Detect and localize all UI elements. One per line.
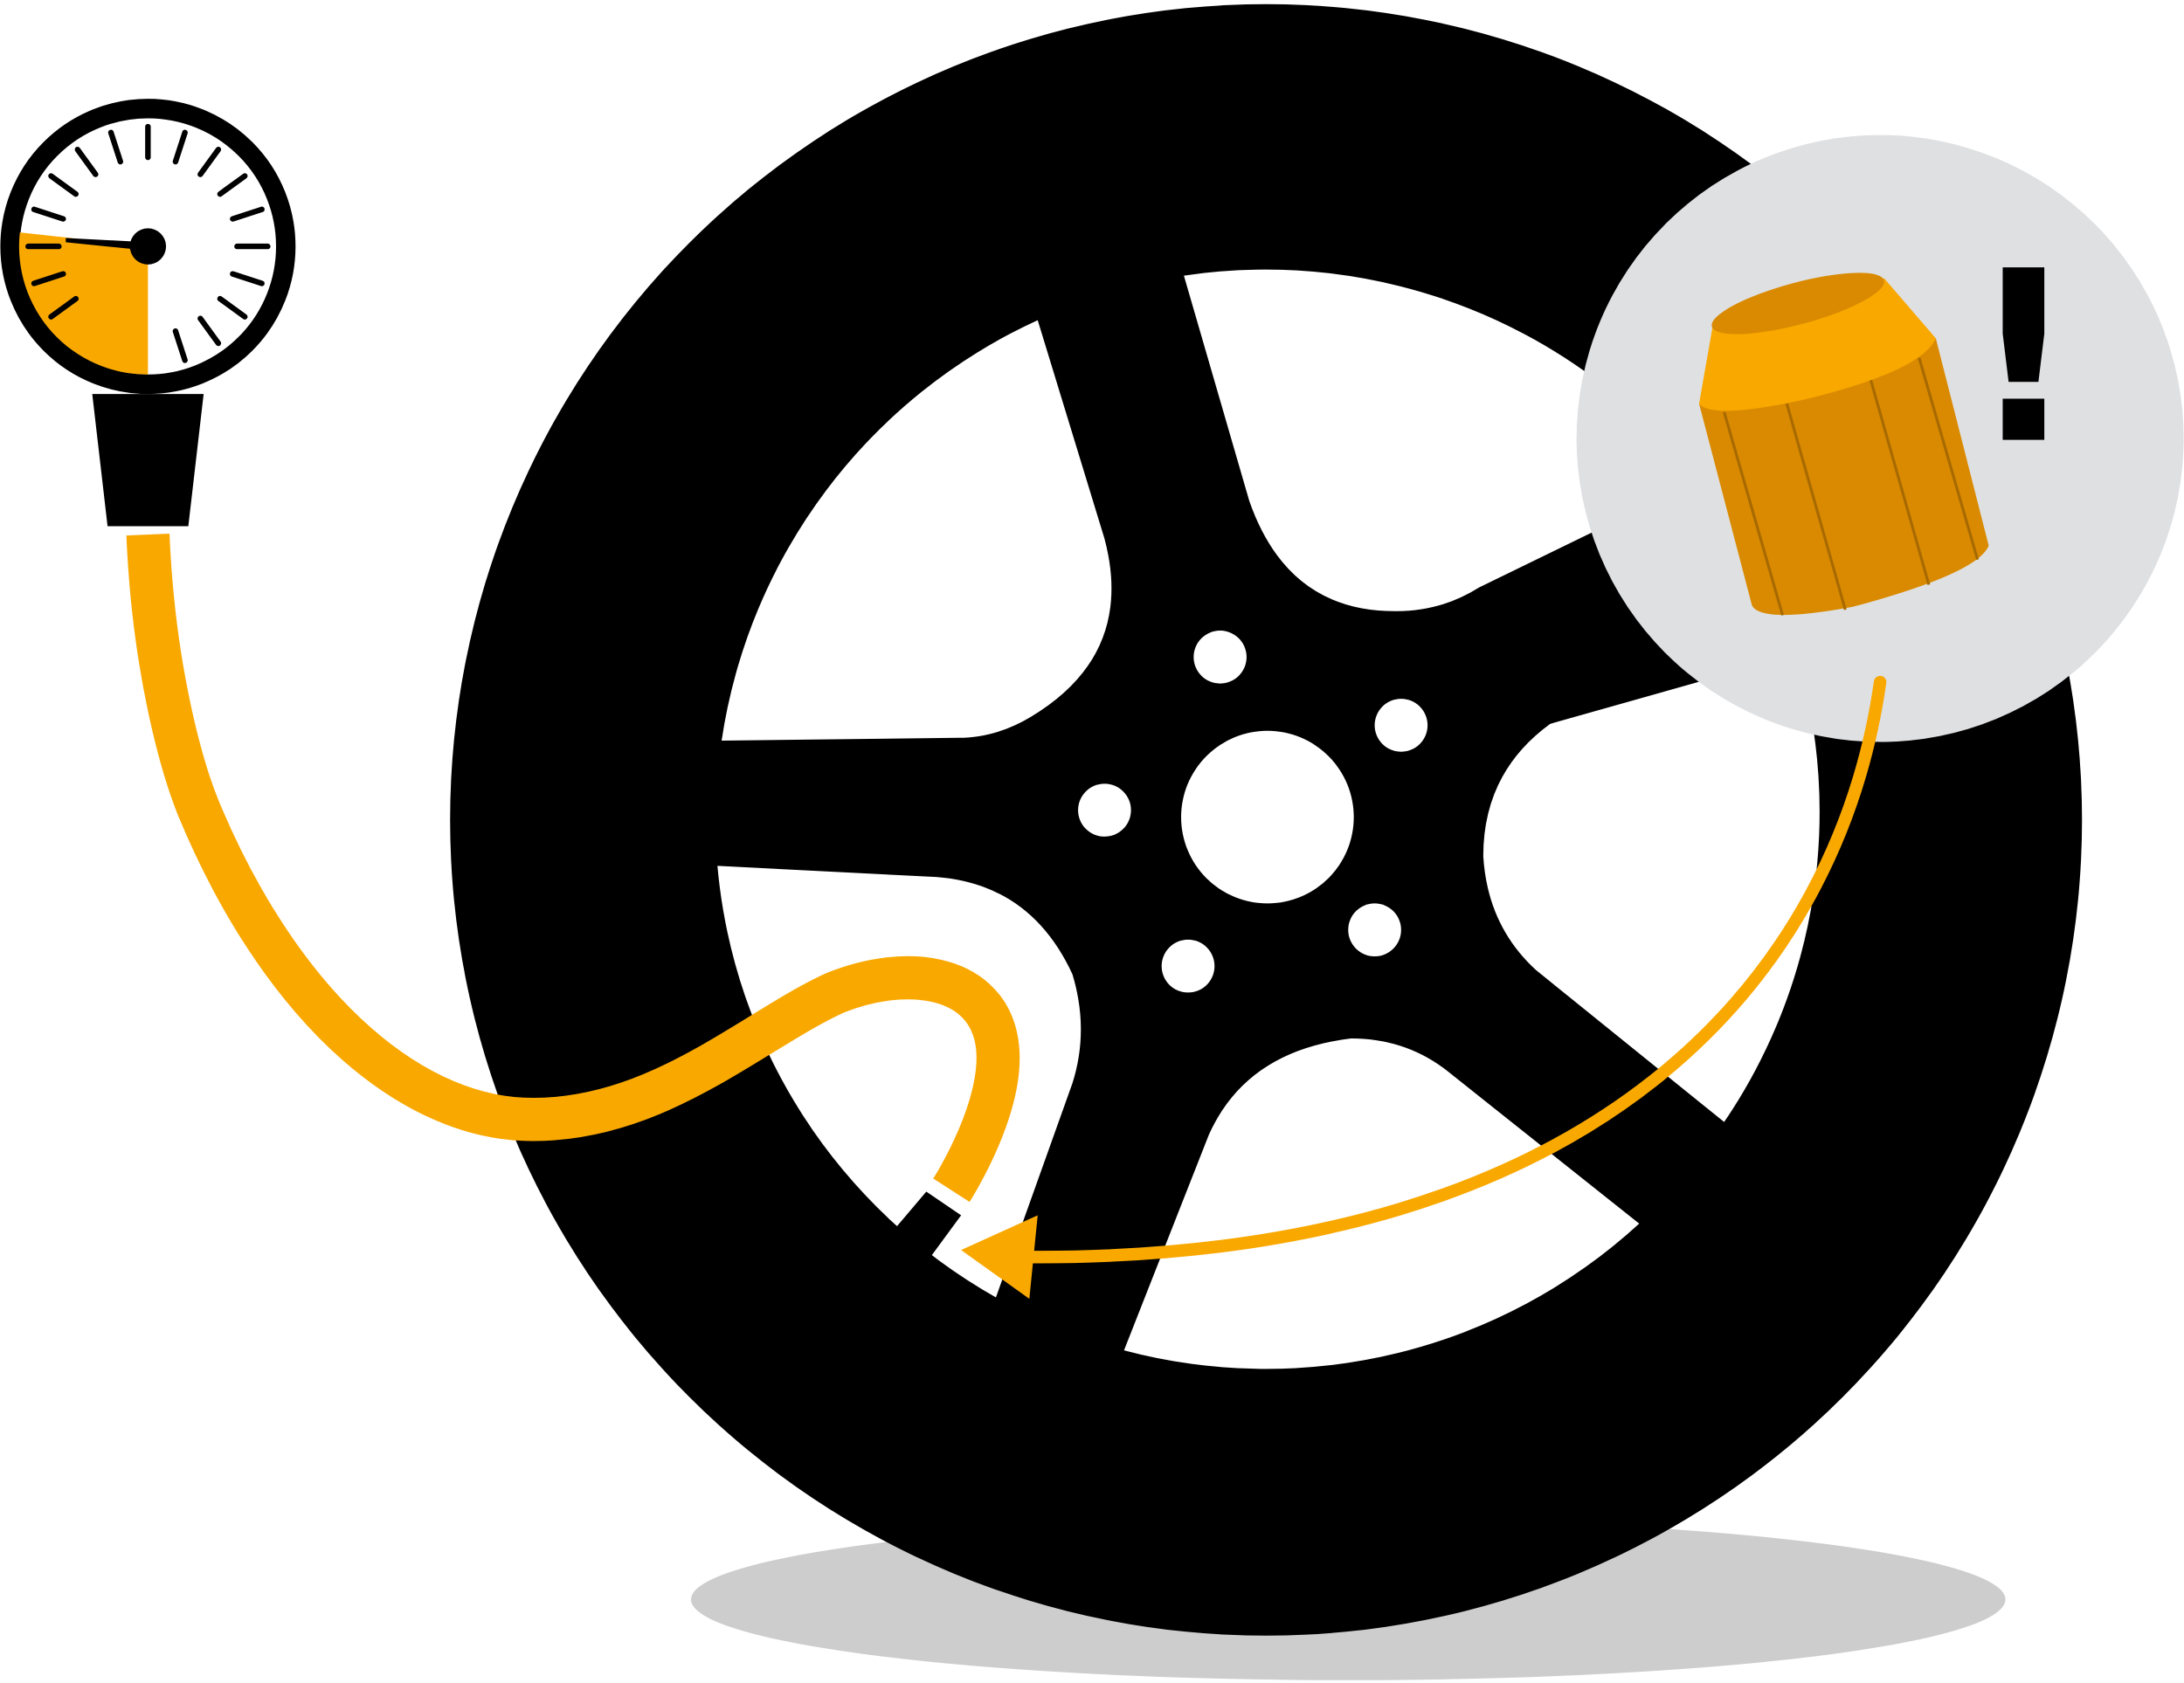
pressure-gauge-icon xyxy=(0,99,296,527)
gauge-tick xyxy=(172,328,188,363)
cap-top-band xyxy=(1698,278,1936,411)
bolt-hole xyxy=(1193,631,1247,684)
gauge-tick xyxy=(230,271,265,286)
gauge-pressure-fill xyxy=(18,232,149,375)
cap-top xyxy=(1711,272,1884,335)
bolt-hole xyxy=(1348,903,1401,956)
arrow-icon xyxy=(961,675,1887,1300)
bolt-hole xyxy=(1078,783,1131,837)
hose-gap xyxy=(895,1191,962,1258)
gauge-hose xyxy=(126,534,1020,1203)
gauge-tick xyxy=(172,129,188,165)
gauge-tick xyxy=(31,271,66,286)
rim-window xyxy=(1184,269,1699,611)
rim-window xyxy=(1123,1038,1640,1369)
arrow-head xyxy=(961,1215,1038,1300)
valve-cap-icon xyxy=(1698,272,1989,616)
gauge-pivot xyxy=(129,228,167,265)
gauge-needle xyxy=(66,238,149,251)
rim-window xyxy=(722,320,1112,741)
hub-hole xyxy=(1181,730,1354,904)
gauge-tick xyxy=(217,295,248,320)
gauge-tick xyxy=(74,147,99,177)
gauge-tick xyxy=(217,173,248,197)
gauge-tick xyxy=(48,295,79,320)
bolt-hole xyxy=(1161,939,1215,993)
gauge-stem xyxy=(92,394,204,527)
rim-window xyxy=(717,866,1082,1298)
gauge-tick xyxy=(107,129,124,165)
gauge-tick xyxy=(230,206,265,222)
bolt-hole xyxy=(1374,699,1428,752)
gauge-tick xyxy=(31,206,66,222)
alert-mark: ! xyxy=(1970,220,2078,496)
valve-cap-badge: ! xyxy=(1576,135,2184,742)
gauge-tick xyxy=(48,173,79,197)
gauge-tick xyxy=(197,147,222,177)
gauge-ticks xyxy=(25,123,271,363)
arrow-curve xyxy=(1024,675,1887,1264)
gauge-tick xyxy=(197,315,222,347)
cap-body xyxy=(1698,338,1989,616)
